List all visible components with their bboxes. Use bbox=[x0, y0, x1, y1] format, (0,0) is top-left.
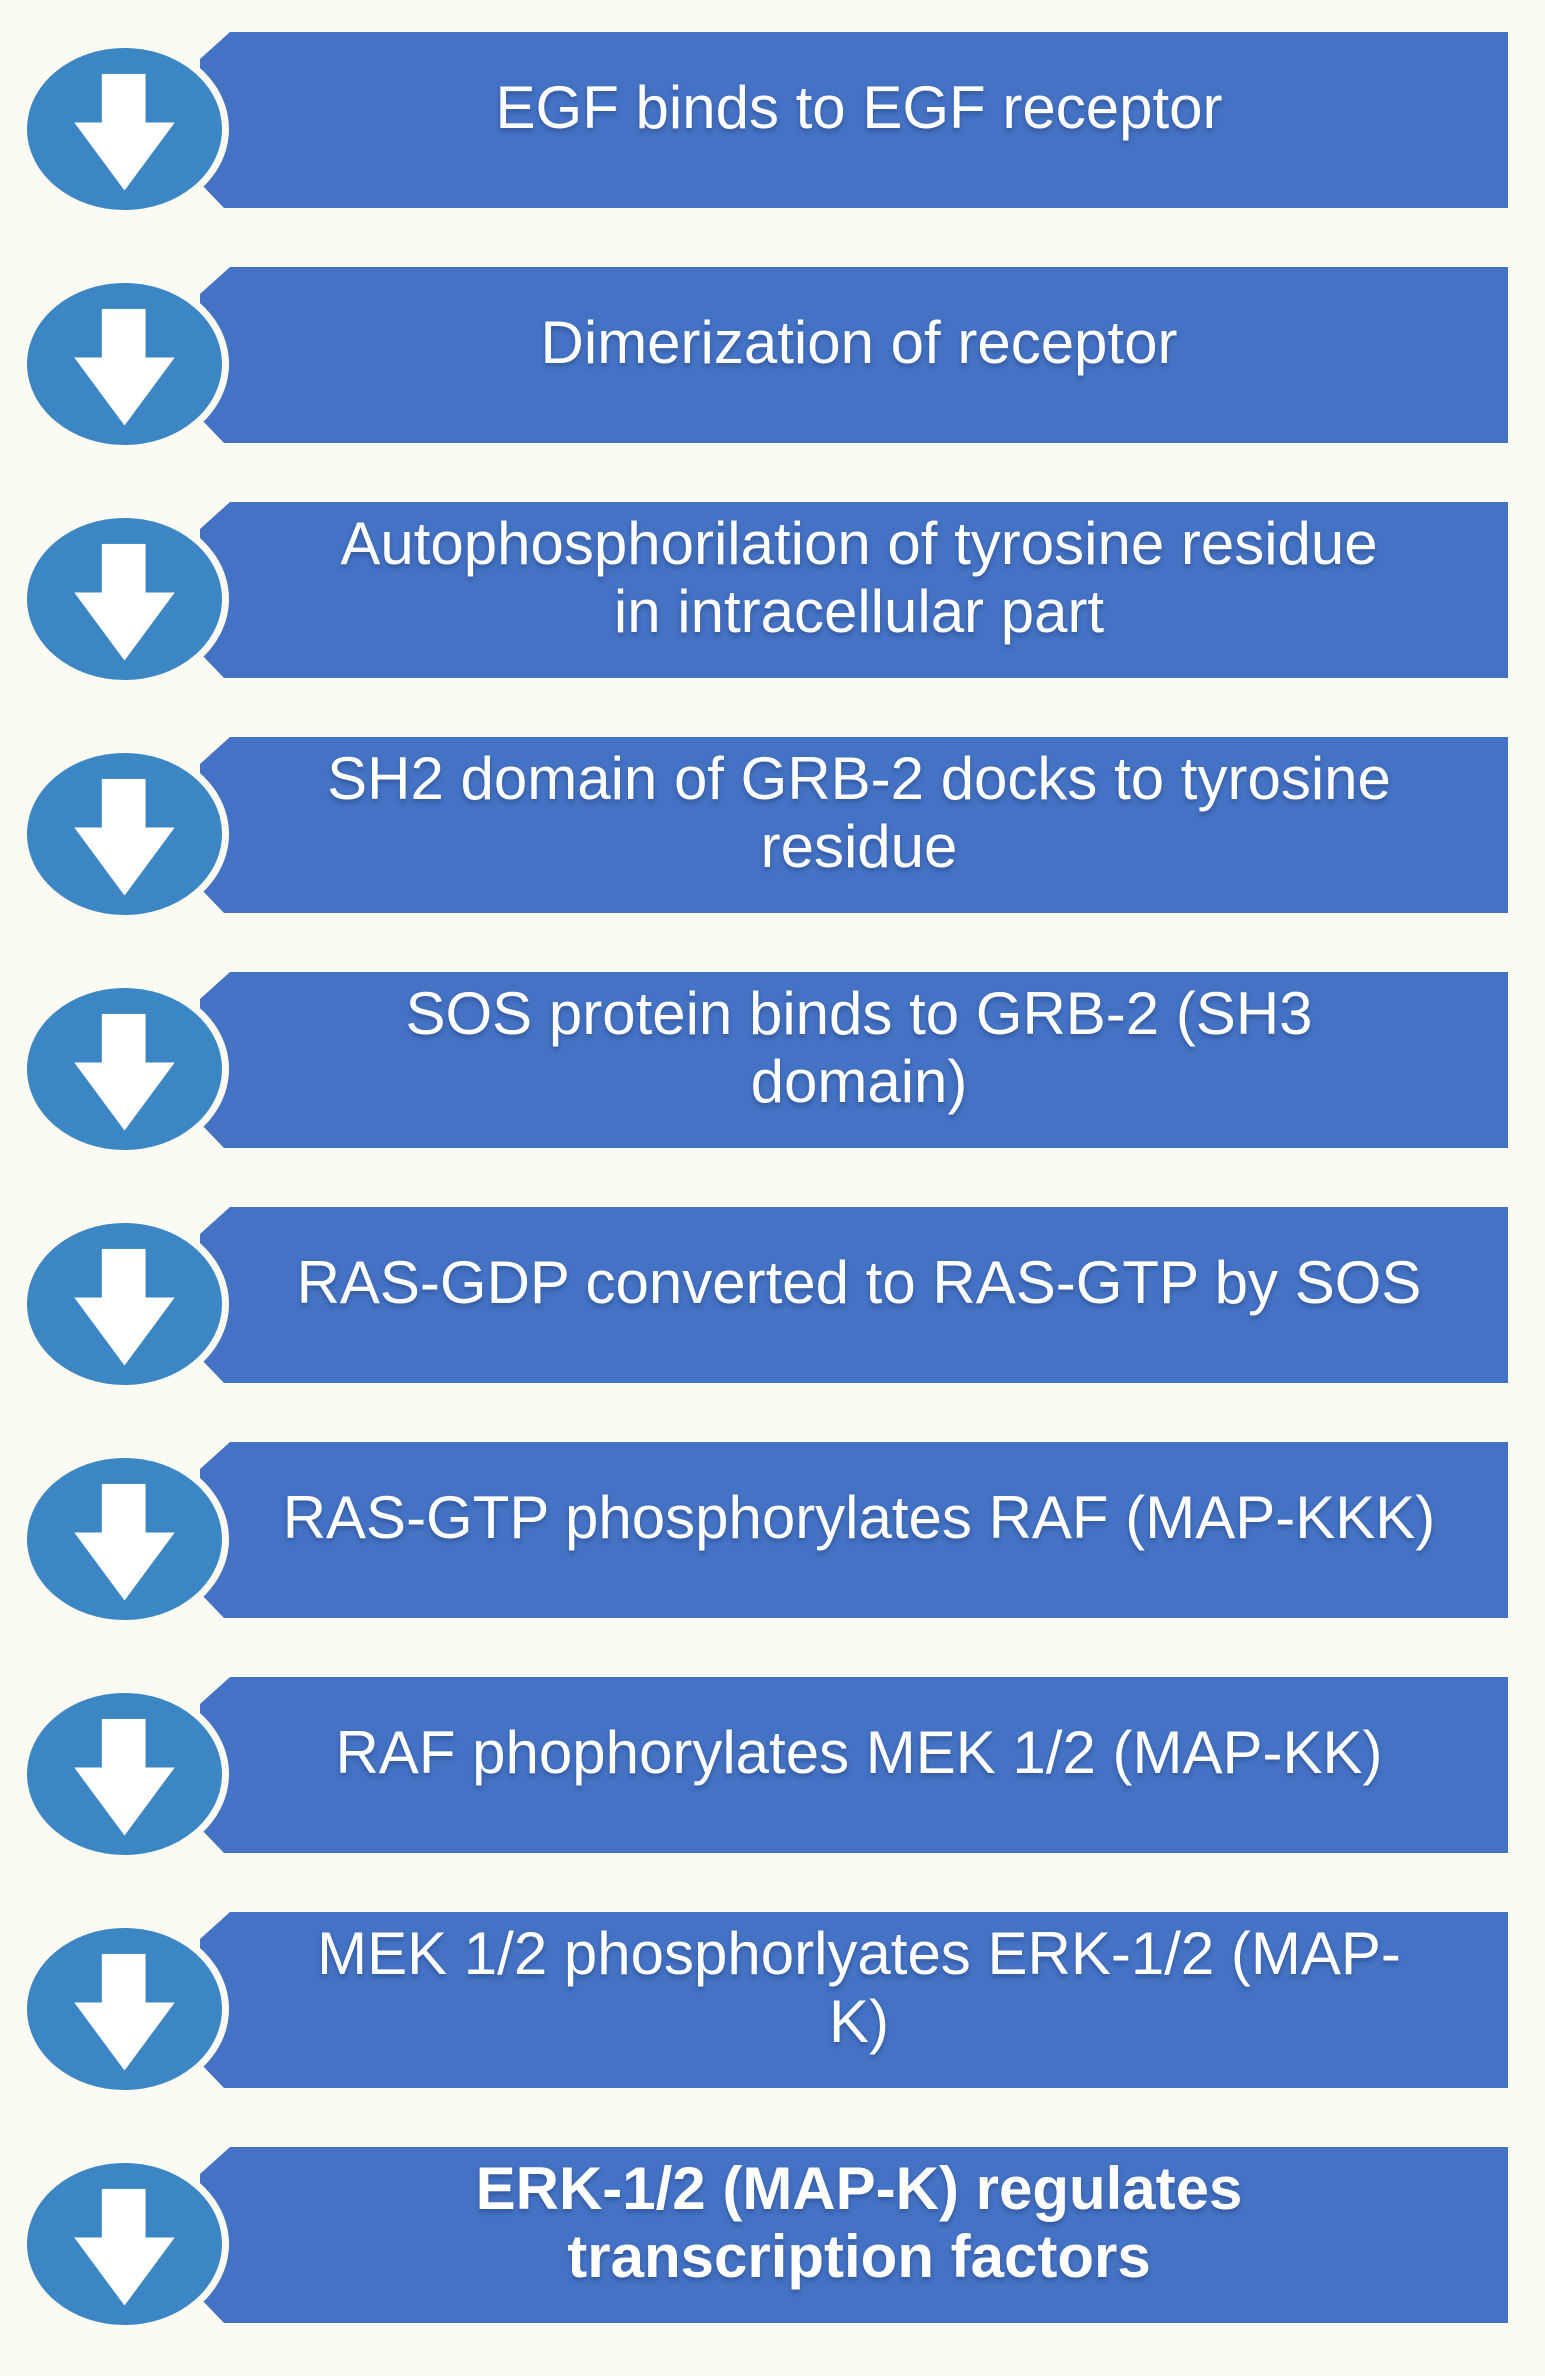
down-arrow-icon bbox=[74, 1013, 175, 1131]
down-arrow-icon bbox=[74, 1718, 175, 1836]
down-arrow-icon bbox=[74, 1483, 175, 1601]
step-label: Autophosphorilation of tyrosine residue … bbox=[340, 510, 1378, 645]
down-arrow-icon bbox=[74, 1248, 175, 1366]
step-banner: Dimerization of receptor bbox=[200, 267, 1508, 443]
down-arrow-badge bbox=[20, 1921, 229, 2097]
step-label: SOS protein binds to GRB-2 (SH3 domain) bbox=[405, 980, 1313, 1115]
down-arrow-badge bbox=[20, 1216, 229, 1392]
down-arrow-icon bbox=[74, 308, 175, 426]
process-step: ERK-1/2 (MAP-K) regulates transcription … bbox=[0, 2147, 1545, 2332]
down-arrow-badge bbox=[20, 1451, 229, 1627]
step-banner: ERK-1/2 (MAP-K) regulates transcription … bbox=[200, 2147, 1508, 2323]
step-banner: SH2 domain of GRB-2 docks to tyrosine re… bbox=[200, 737, 1508, 913]
down-arrow-icon bbox=[74, 73, 175, 191]
step-label: SH2 domain of GRB-2 docks to tyrosine re… bbox=[327, 745, 1391, 880]
down-arrow-badge bbox=[20, 981, 229, 1157]
process-step: SOS protein binds to GRB-2 (SH3 domain) bbox=[0, 972, 1545, 1157]
process-step: EGF binds to EGF receptor bbox=[0, 32, 1545, 217]
process-step: RAS-GDP converted to RAS-GTP by SOS bbox=[0, 1207, 1545, 1392]
step-label: MEK 1/2 phosphorlyates ERK-1/2 (MAP- K) bbox=[317, 1920, 1401, 2055]
process-step: MEK 1/2 phosphorlyates ERK-1/2 (MAP- K) bbox=[0, 1912, 1545, 2097]
process-step: Dimerization of receptor bbox=[0, 267, 1545, 452]
process-step: RAF phophorylates MEK 1/2 (MAP-KK) bbox=[0, 1677, 1545, 1862]
step-banner: EGF binds to EGF receptor bbox=[200, 32, 1508, 208]
down-arrow-icon bbox=[74, 2188, 175, 2306]
step-label: ERK-1/2 (MAP-K) regulates transcription … bbox=[475, 2155, 1243, 2290]
down-arrow-icon bbox=[74, 1953, 175, 2071]
step-banner: RAF phophorylates MEK 1/2 (MAP-KK) bbox=[200, 1677, 1508, 1853]
down-arrow-badge bbox=[20, 511, 229, 687]
step-label: EGF binds to EGF receptor bbox=[495, 74, 1223, 141]
step-banner: MEK 1/2 phosphorlyates ERK-1/2 (MAP- K) bbox=[200, 1912, 1508, 2088]
down-arrow-badge bbox=[20, 2156, 229, 2332]
step-banner: Autophosphorilation of tyrosine residue … bbox=[200, 502, 1508, 678]
step-label: RAS-GDP converted to RAS-GTP by SOS bbox=[296, 1249, 1422, 1316]
down-arrow-badge bbox=[20, 276, 229, 452]
down-arrow-badge bbox=[20, 1686, 229, 1862]
step-banner: SOS protein binds to GRB-2 (SH3 domain) bbox=[200, 972, 1508, 1148]
step-banner: RAS-GDP converted to RAS-GTP by SOS bbox=[200, 1207, 1508, 1383]
process-step: RAS-GTP phosphorylates RAF (MAP-KKK) bbox=[0, 1442, 1545, 1627]
step-label: RAS-GTP phosphorylates RAF (MAP-KKK) bbox=[282, 1484, 1436, 1551]
process-step: Autophosphorilation of tyrosine residue … bbox=[0, 502, 1545, 687]
step-label: Dimerization of receptor bbox=[540, 309, 1178, 376]
down-arrow-badge bbox=[20, 746, 229, 922]
down-arrow-icon bbox=[74, 543, 175, 661]
process-step: SH2 domain of GRB-2 docks to tyrosine re… bbox=[0, 737, 1545, 922]
step-banner: RAS-GTP phosphorylates RAF (MAP-KKK) bbox=[200, 1442, 1508, 1618]
step-label: RAF phophorylates MEK 1/2 (MAP-KK) bbox=[335, 1719, 1383, 1786]
down-arrow-badge bbox=[20, 41, 229, 217]
down-arrow-icon bbox=[74, 778, 175, 896]
